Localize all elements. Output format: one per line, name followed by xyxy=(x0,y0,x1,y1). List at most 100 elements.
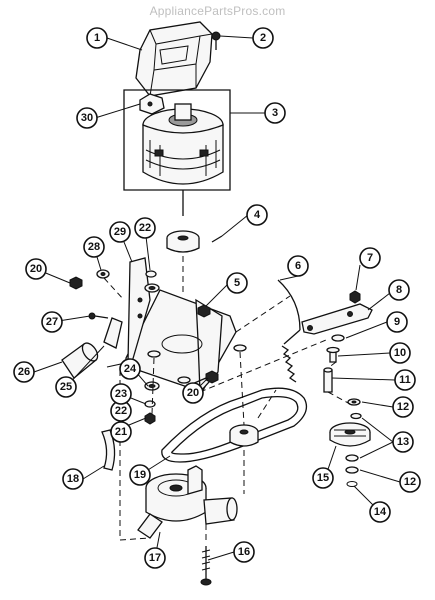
svg-text:9: 9 xyxy=(394,316,400,328)
cover-screw-part[interactable] xyxy=(211,31,221,50)
svg-text:24: 24 xyxy=(124,363,137,375)
svg-text:23: 23 xyxy=(115,388,127,400)
drive-motor-part[interactable] xyxy=(142,103,224,216)
svg-text:12: 12 xyxy=(397,401,409,413)
upper-washer-part[interactable] xyxy=(145,270,157,278)
mount-grommet-part[interactable] xyxy=(144,283,160,293)
callout-22-lower[interactable]: 22 xyxy=(110,400,132,422)
capacitor-part[interactable] xyxy=(61,340,101,379)
pump-pulley-part[interactable] xyxy=(229,424,259,447)
lower-grommet-part[interactable] xyxy=(144,381,160,391)
svg-text:10: 10 xyxy=(394,347,406,359)
svg-text:13: 13 xyxy=(397,436,409,448)
motor-pulley-part[interactable] xyxy=(166,230,200,253)
mount-nut-part[interactable] xyxy=(197,304,211,318)
callout-28[interactable]: 28 xyxy=(83,236,105,258)
svg-text:22: 22 xyxy=(115,405,127,417)
callout-22-upper[interactable]: 22 xyxy=(134,217,156,239)
motor-assembly-box xyxy=(123,89,231,191)
svg-text:30: 30 xyxy=(81,112,93,124)
callout-9[interactable]: 9 xyxy=(386,311,408,333)
svg-text:14: 14 xyxy=(374,506,387,518)
hex-nut-part[interactable] xyxy=(69,276,83,290)
svg-text:19: 19 xyxy=(134,469,146,481)
svg-text:18: 18 xyxy=(67,473,79,485)
callout-19[interactable]: 19 xyxy=(129,464,151,486)
drive-belt-part[interactable] xyxy=(161,387,308,463)
leader-lines xyxy=(33,35,401,561)
callout-24[interactable]: 24 xyxy=(119,358,141,380)
callout-21[interactable]: 21 xyxy=(110,421,132,443)
svg-text:20: 20 xyxy=(30,263,42,275)
callout-3[interactable]: 3 xyxy=(264,102,286,124)
callout-1[interactable]: 1 xyxy=(86,27,108,49)
bushing-part[interactable] xyxy=(96,269,110,279)
spacer-washer-part[interactable] xyxy=(350,412,362,420)
motor-mount-bracket[interactable] xyxy=(125,257,247,394)
svg-text:12: 12 xyxy=(404,476,416,488)
lower-washer-part[interactable] xyxy=(144,400,156,408)
svg-text:22: 22 xyxy=(139,222,151,234)
callout-25[interactable]: 25 xyxy=(55,376,77,398)
callout-29[interactable]: 29 xyxy=(109,221,131,243)
tension-spring-part[interactable] xyxy=(277,279,301,383)
callout-13[interactable]: 13 xyxy=(392,431,414,453)
drain-hose-part[interactable] xyxy=(101,429,116,471)
callout-15[interactable]: 15 xyxy=(312,467,334,489)
callout-7[interactable]: 7 xyxy=(359,247,381,269)
callout-5[interactable]: 5 xyxy=(226,272,248,294)
pulley-upper-washer-part[interactable] xyxy=(347,398,361,406)
svg-text:25: 25 xyxy=(60,381,72,393)
callout-4[interactable]: 4 xyxy=(246,204,268,226)
svg-text:11: 11 xyxy=(399,374,411,386)
pulley-lower-washer-part[interactable] xyxy=(345,454,359,474)
callout-8[interactable]: 8 xyxy=(388,279,410,301)
callout-2[interactable]: 2 xyxy=(252,27,274,49)
alignment-lines xyxy=(103,256,351,544)
callout-12-upper[interactable]: 12 xyxy=(392,396,414,418)
callout-11[interactable]: 11 xyxy=(394,369,416,391)
callout-18[interactable]: 18 xyxy=(62,468,84,490)
svg-text:8: 8 xyxy=(396,284,402,296)
bracket-screw-part[interactable] xyxy=(88,312,109,320)
pulley-key-part[interactable] xyxy=(211,235,223,243)
svg-text:28: 28 xyxy=(88,241,100,253)
svg-text:21: 21 xyxy=(115,426,127,438)
lower-nut-part[interactable] xyxy=(144,412,156,425)
arm-washer-part[interactable] xyxy=(331,334,345,342)
svg-text:26: 26 xyxy=(18,366,30,378)
callout-27[interactable]: 27 xyxy=(41,311,63,333)
callout-6[interactable]: 6 xyxy=(287,255,309,277)
water-pump-part[interactable] xyxy=(137,465,238,539)
arm-nut-part[interactable] xyxy=(349,290,361,304)
callout-20-lower[interactable]: 20 xyxy=(182,382,204,404)
callout-23[interactable]: 23 xyxy=(110,383,132,405)
pump-screw-part[interactable] xyxy=(200,546,212,586)
svg-text:6: 6 xyxy=(295,260,301,272)
callout-16[interactable]: 16 xyxy=(233,541,255,563)
pulley-shaft-part[interactable] xyxy=(323,367,333,393)
svg-text:2: 2 xyxy=(260,32,266,44)
svg-text:16: 16 xyxy=(238,546,250,558)
retaining-ring-part[interactable] xyxy=(346,481,358,487)
svg-text:5: 5 xyxy=(234,277,240,289)
capacitor-clip-part[interactable] xyxy=(103,317,123,349)
site-watermark: AppliancePartsPros.com xyxy=(149,4,286,18)
callout-17[interactable]: 17 xyxy=(144,547,166,569)
callout-10[interactable]: 10 xyxy=(389,342,411,364)
callout-20-upper[interactable]: 20 xyxy=(25,258,47,280)
callout-12-lower[interactable]: 12 xyxy=(399,471,421,493)
motor-cover-part[interactable] xyxy=(135,21,213,97)
svg-text:27: 27 xyxy=(46,316,58,328)
callout-26[interactable]: 26 xyxy=(13,361,35,383)
svg-text:4: 4 xyxy=(254,209,261,221)
idler-pulley-part[interactable] xyxy=(329,422,371,447)
motor-switch-part[interactable] xyxy=(139,93,165,115)
callout-14[interactable]: 14 xyxy=(369,501,391,523)
idler-arm-part[interactable] xyxy=(301,303,373,335)
svg-text:1: 1 xyxy=(94,32,100,44)
svg-text:3: 3 xyxy=(272,107,278,119)
callout-30[interactable]: 30 xyxy=(76,107,98,129)
arm-stud-part[interactable] xyxy=(326,346,340,363)
